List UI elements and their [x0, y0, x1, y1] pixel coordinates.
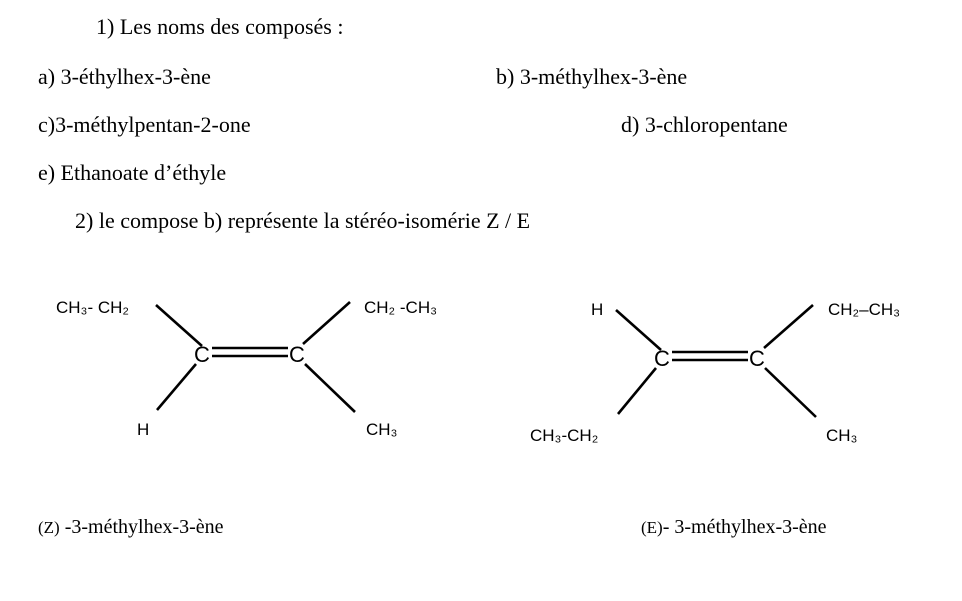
e-top-right-group: CH₂–CH₃ [828, 300, 900, 319]
caption-e: (E)- 3-méthylhex-3-ène [641, 516, 827, 539]
e-bottom-left-group: CH₃-CH₂ [530, 426, 598, 445]
z-bottom-left-group: H [137, 420, 149, 439]
section2-heading: 2) le compose b) représente la stéréo-is… [75, 208, 531, 233]
compound-b: b) 3-méthylhex-3-ène [496, 64, 688, 89]
compound-a: a) 3-éthylhex-3-ène [38, 64, 211, 89]
z-bond-top-left [155, 304, 203, 347]
z-isomer-structure: CH₃- CH₂ CH₂ -CH₃ H CH₃ C C [56, 298, 437, 439]
z-carbon-left: C [194, 342, 210, 367]
caption-z-prefix: (Z) [38, 518, 60, 537]
section1-heading: 1) Les noms des composés : [96, 14, 344, 39]
z-top-right-group: CH₂ -CH₃ [364, 298, 437, 317]
e-bond-bottom-right [764, 367, 817, 418]
caption-z: (Z) -3-méthylhex-3-ène [38, 516, 224, 539]
e-carbon-right: C [749, 346, 765, 371]
e-isomer-structure: H CH₂–CH₃ CH₃-CH₂ CH₃ C C [530, 300, 900, 445]
z-bond-bottom-left [156, 363, 197, 411]
e-bond-bottom-left [616, 367, 658, 415]
compound-c: c)3-méthylpentan-2-one [38, 112, 251, 137]
z-bond-top-right [302, 301, 351, 345]
caption-e-name: - 3-méthylhex-3-ène [662, 516, 827, 538]
e-bottom-right-group: CH₃ [826, 426, 857, 445]
z-bottom-right-group: CH₃ [366, 420, 397, 439]
e-top-left-group: H [591, 300, 603, 319]
caption-e-prefix: (E) [641, 518, 663, 537]
z-bond-bottom-right [304, 363, 356, 413]
e-carbon-left: C [654, 346, 670, 371]
e-bond-top-left [615, 309, 662, 351]
compound-e: e) Ethanoate d’éthyle [38, 160, 227, 185]
z-carbon-right: C [289, 342, 305, 367]
caption-z-name: -3-méthylhex-3-ène [59, 516, 224, 538]
compound-d: d) 3-chloropentane [621, 112, 788, 137]
z-top-left-group: CH₃- CH₂ [56, 298, 129, 317]
e-bond-top-right [763, 304, 814, 349]
